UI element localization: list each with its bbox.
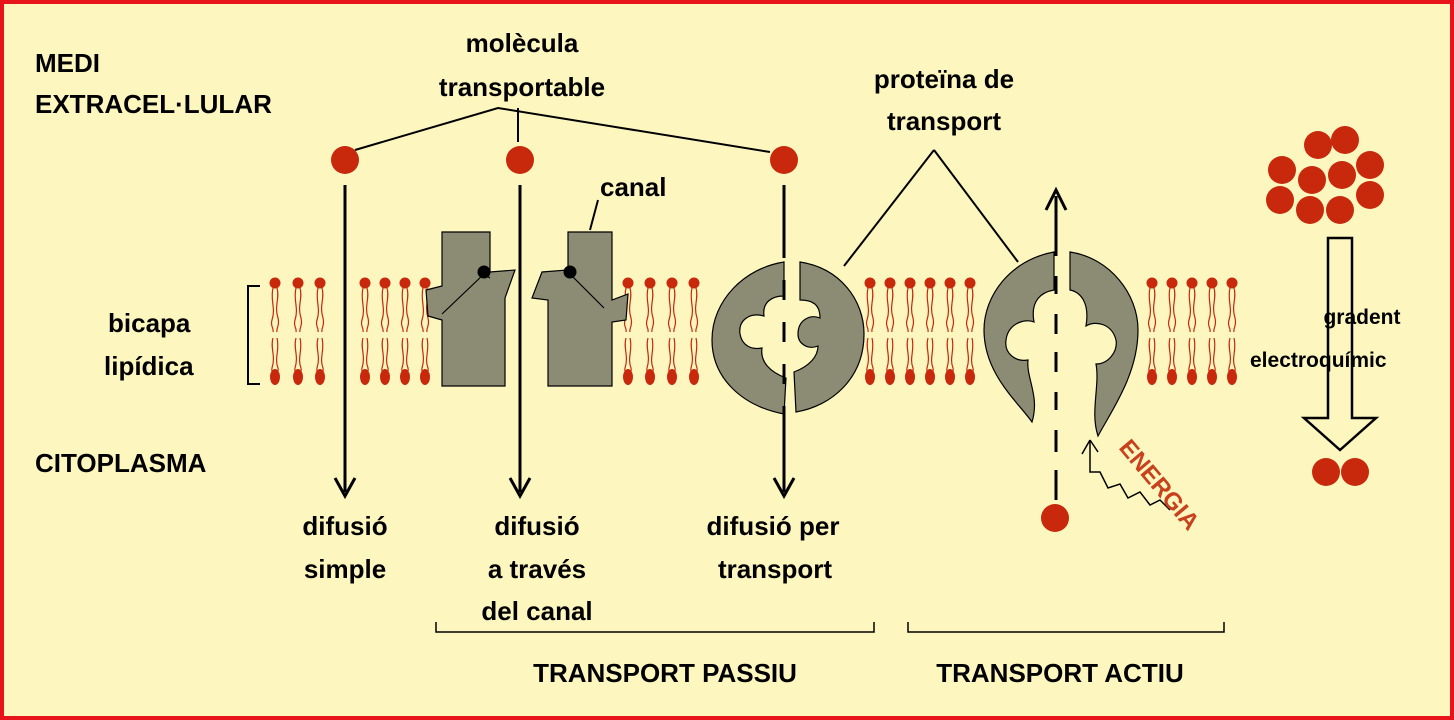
molecule-3 — [770, 146, 798, 174]
label-gradent-line2: electroquímic — [1250, 349, 1387, 372]
ion-cluster — [1266, 126, 1384, 224]
label-canal: canal — [600, 172, 667, 202]
label-energia: ENERGIA — [1113, 435, 1204, 536]
label-molecula-line2: transportable — [439, 72, 605, 102]
label-bicapa-line1: bicapa — [108, 308, 191, 338]
label-transport-actiu: TRANSPORT ACTIU — [936, 658, 1183, 688]
label-citoplasma: CITOPLASMA — [35, 448, 207, 478]
arrow-simple-diffusion — [335, 185, 355, 496]
gradient-arrow — [1304, 238, 1376, 450]
label-proteina-line1: proteïna de — [874, 64, 1014, 94]
label-difusio-simple-line2: simple — [304, 554, 386, 584]
label-difusio-simple-line1: difusió — [302, 511, 387, 541]
label-molecula-line1: molècula — [466, 28, 579, 58]
arrow-carrier-diffusion — [774, 185, 794, 496]
label-medi-line2: EXTRACEL·LULAR — [35, 89, 272, 119]
label-difusio-canal-line2: a través — [488, 554, 586, 584]
label-difusio-canal-line3: del canal — [481, 596, 592, 626]
label-transport-passiu: TRANSPORT PASSIU — [533, 658, 797, 688]
channel-protein — [426, 232, 628, 386]
carrier-protein-active — [984, 252, 1138, 436]
label-medi-line1: MEDI — [35, 48, 100, 78]
channel-gate-right — [564, 266, 577, 279]
bilayer-bracket — [248, 286, 260, 384]
molecule-1 — [331, 146, 359, 174]
arrow-channel-diffusion — [510, 185, 530, 496]
label-difusio-transport-line1: difusió per — [707, 511, 840, 541]
lipid-group-2 — [360, 278, 431, 386]
lipid-group-1 — [270, 278, 326, 386]
ion-pair-2 — [1341, 458, 1369, 486]
label-gradent-line1: gradent — [1323, 306, 1400, 329]
arrow-active-transport — [1046, 190, 1066, 500]
label-difusio-transport-line2: transport — [718, 554, 832, 584]
ion-pair-1 — [1312, 458, 1340, 486]
lipid-group-3 — [623, 278, 700, 386]
label-difusio-canal-line1: difusió — [494, 511, 579, 541]
molecule-4 — [1041, 504, 1069, 532]
channel-gate-left — [478, 266, 491, 279]
bracket-active — [908, 622, 1224, 632]
lipid-group-4 — [865, 278, 976, 386]
label-proteina-line2: transport — [887, 106, 1001, 136]
lipid-group-5 — [1147, 278, 1238, 386]
molecule-2 — [506, 146, 534, 174]
carrier-protein-passive — [712, 262, 864, 414]
label-bicapa-line2: lipídica — [104, 351, 194, 381]
